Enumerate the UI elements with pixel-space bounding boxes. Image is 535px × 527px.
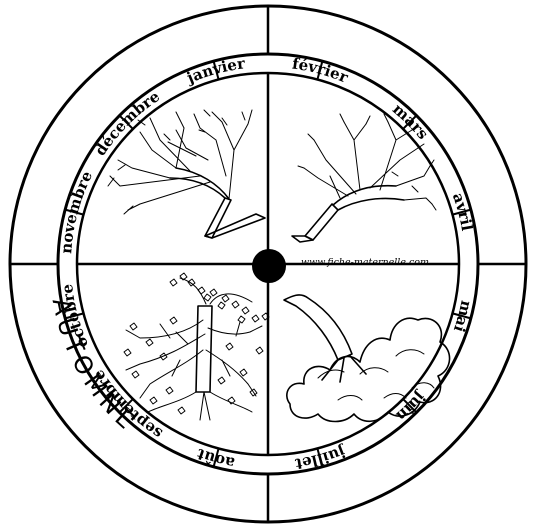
credit-text: www.fiche-maternelle.com (301, 257, 429, 268)
center-hub (252, 249, 286, 283)
